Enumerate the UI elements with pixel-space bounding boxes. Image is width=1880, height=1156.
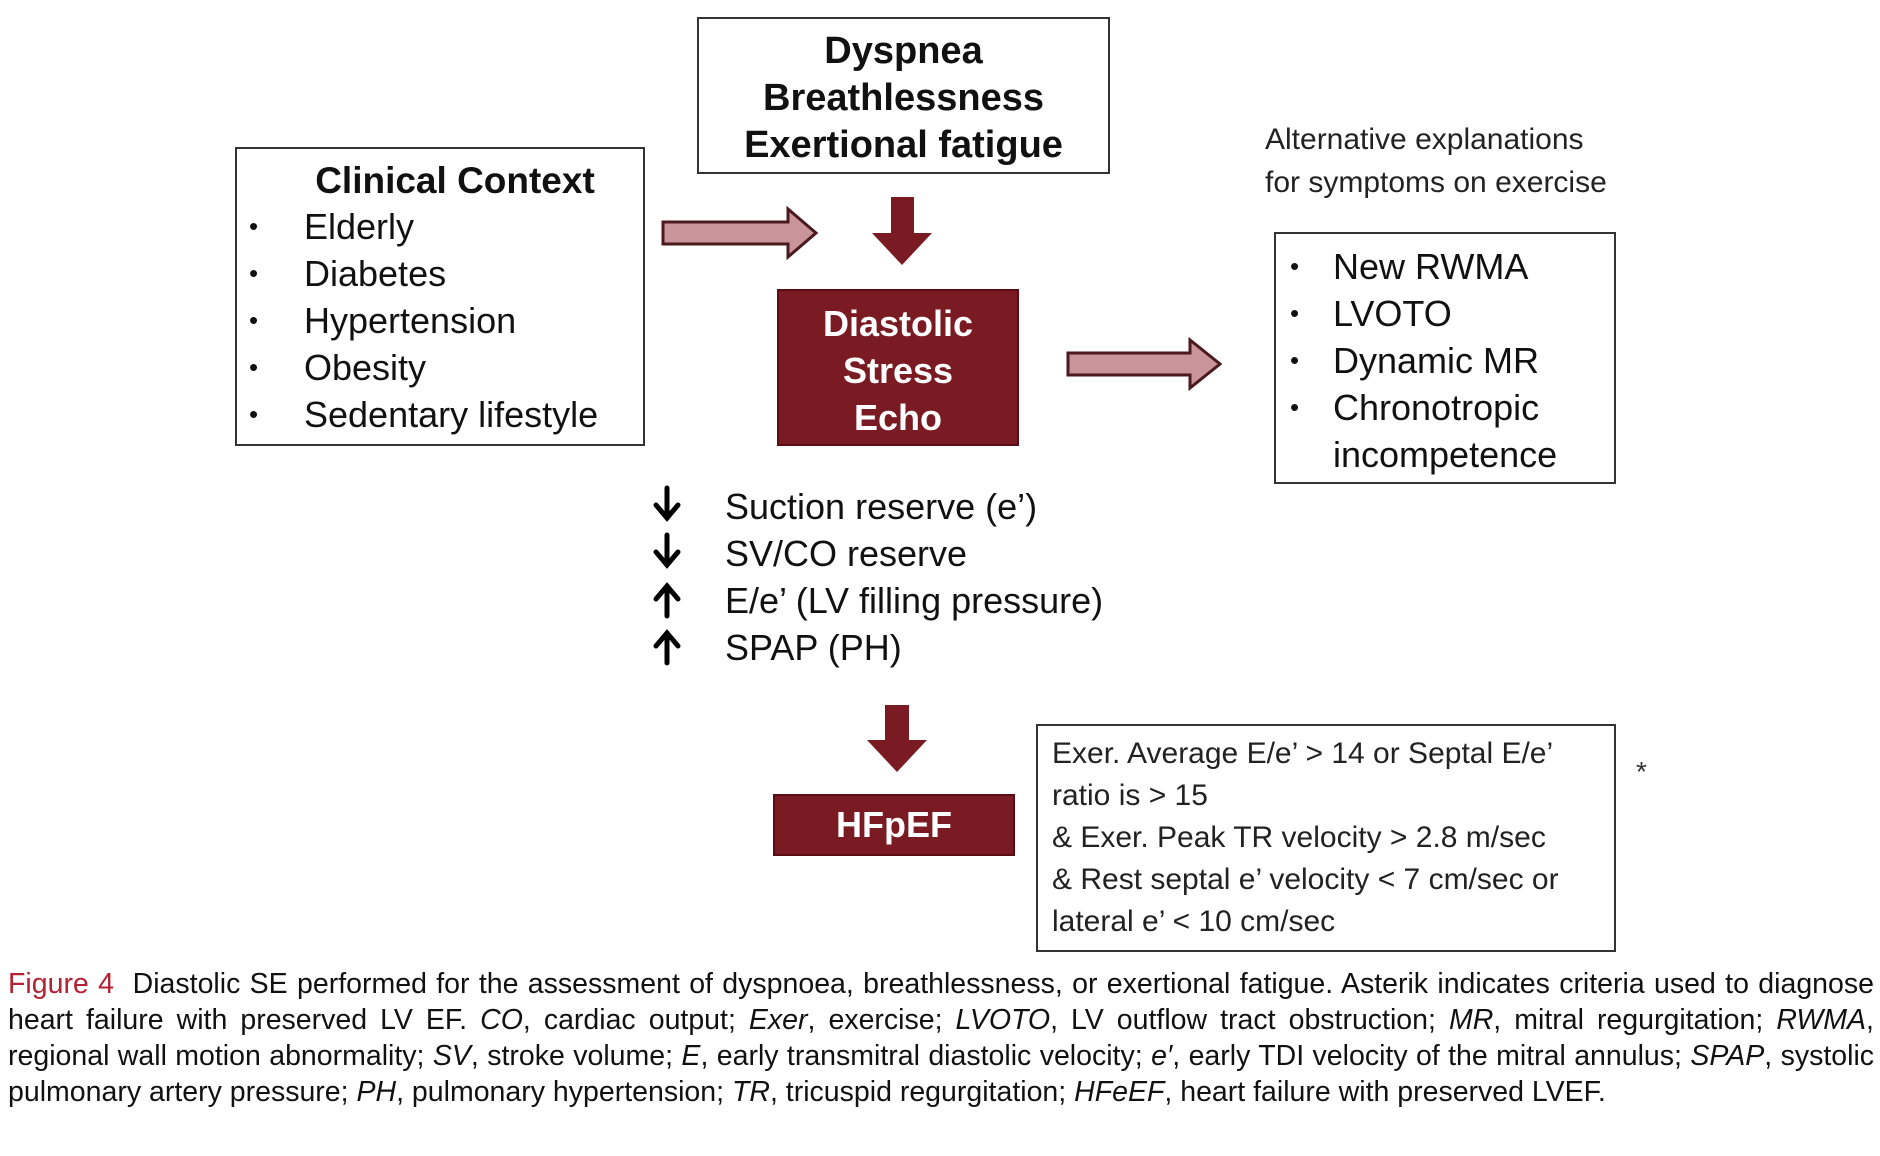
list-item: Hypertension xyxy=(237,297,643,344)
list-item: Chronotropic xyxy=(1276,384,1614,431)
abbr-term: Exer xyxy=(748,1004,808,1036)
abbr-def: regional wall motion abnormality; xyxy=(8,1040,425,1072)
symptom-line: Dyspnea xyxy=(824,30,983,72)
diagnostic-criteria-box: Exer. Average E/e’ > 14 or Septal E/e’ r… xyxy=(1036,724,1616,952)
abbr-def: cardiac output; xyxy=(543,1004,736,1036)
abbr-term: e′ xyxy=(1151,1040,1173,1072)
abbr-term: RWMA xyxy=(1776,1004,1867,1036)
arrow-findings-to-hfpef xyxy=(867,705,927,772)
list-item: Sedentary lifestyle xyxy=(237,391,643,438)
symptom-line: Exertional fatigue xyxy=(744,124,1063,166)
abbr-def: early transmitral diastolic velocity; xyxy=(716,1040,1143,1072)
abbr-term: MR xyxy=(1448,1004,1494,1036)
arrow-down-icon xyxy=(653,485,681,522)
alternatives-box: New RWMA LVOTO Dynamic MR Chronotropic i… xyxy=(1274,232,1616,484)
abbr-term: HFeEF xyxy=(1074,1076,1165,1108)
finding-text: E/e’ (LV filling pressure) xyxy=(725,580,1104,621)
arrow-up-icon xyxy=(653,582,681,619)
clinical-context-title: Clinical Context xyxy=(315,160,595,201)
arrow-echo-to-alternatives xyxy=(1066,336,1223,392)
abbr-def: heart failure with preserved LVEF. xyxy=(1180,1076,1606,1108)
figure-label: Figure 4 xyxy=(8,968,114,1000)
abbr-term: SPAP xyxy=(1690,1040,1765,1072)
center-line: Stress xyxy=(842,350,954,391)
clinical-context-box: Clinical Context Elderly Diabetes Hypert… xyxy=(235,147,645,446)
abbr-def: systolic pulmonary artery pressure; xyxy=(8,1040,1875,1108)
center-line: Echo xyxy=(853,397,942,438)
criteria-line: & Rest septal e’ velocity < 7 cm/sec or xyxy=(1052,863,1559,896)
alternatives-title: Alternative explanations for symptoms on… xyxy=(1265,118,1607,204)
abbr-def: LV outflow tract obstruction; xyxy=(1071,1004,1436,1036)
figure-caption: Figure 4 Diastolic SE performed for the … xyxy=(8,966,1874,1110)
alternatives-list: New RWMA LVOTO Dynamic MR Chronotropic xyxy=(1276,243,1614,431)
list-item: LVOTO xyxy=(1276,290,1614,337)
diastolic-stress-echo-box: Diastolic Stress Echo xyxy=(777,289,1019,446)
abbr-term: PH xyxy=(356,1076,397,1108)
hfpef-box: HFpEF xyxy=(773,794,1015,856)
abbr-def: mitral regurgitation; xyxy=(1514,1004,1764,1036)
abbr-term: TR xyxy=(731,1076,770,1108)
abbr-def: tricuspid regurgitation; xyxy=(785,1076,1067,1108)
abbr-def: exercise; xyxy=(828,1004,943,1036)
list-item-continuation: incompetence xyxy=(1333,434,1558,475)
finding-text: SPAP (PH) xyxy=(725,627,902,668)
abbr-term: CO xyxy=(480,1004,523,1036)
symptoms-box: Dyspnea Breathlessness Exertional fatigu… xyxy=(697,17,1110,174)
list-item: New RWMA xyxy=(1276,243,1614,290)
asterisk-marker: * xyxy=(1636,756,1647,787)
clinical-context-list: Elderly Diabetes Hypertension Obesity Se… xyxy=(237,203,643,438)
criteria-line: lateral e’ < 10 cm/sec xyxy=(1052,905,1336,938)
list-item: Elderly xyxy=(237,203,643,250)
abbr-def: pulmonary hypertension; xyxy=(411,1076,725,1108)
finding-text: SV/CO reserve xyxy=(725,533,968,574)
abbr-def: stroke volume; xyxy=(487,1040,674,1072)
abbr-term: SV xyxy=(432,1040,471,1072)
criteria-line: ratio is > 15 xyxy=(1052,779,1208,812)
alternatives-title-line: for symptoms on exercise xyxy=(1265,166,1607,199)
abbr-term: E xyxy=(681,1040,701,1072)
center-line: Diastolic xyxy=(822,303,974,344)
criteria-line: & Exer. Peak TR velocity > 2.8 m/sec xyxy=(1052,821,1546,854)
list-item: Obesity xyxy=(237,344,643,391)
arrow-symptoms-to-echo xyxy=(872,197,932,265)
finding-text: Suction reserve (e’) xyxy=(725,486,1038,527)
list-item: Dynamic MR xyxy=(1276,337,1614,384)
arrow-down-icon xyxy=(653,532,681,569)
list-item: Diabetes xyxy=(237,250,643,297)
caption-abbreviations: CO, cardiac output; Exer, exercise; LVOT… xyxy=(8,1004,1875,1108)
caption-sentence: Diastolic SE performed for the assessmen… xyxy=(8,968,1874,1036)
abbr-def: early TDI velocity of the mitral annulus… xyxy=(1188,1040,1682,1072)
symptom-line: Breathlessness xyxy=(763,77,1044,119)
abbr-term: LVOTO xyxy=(955,1004,1051,1036)
arrow-context-to-echo xyxy=(661,205,819,261)
criteria-line: Exer. Average E/e’ > 14 or Septal E/e’ xyxy=(1052,737,1554,770)
arrow-up-icon xyxy=(653,629,681,666)
alternatives-title-line: Alternative explanations xyxy=(1265,123,1584,156)
